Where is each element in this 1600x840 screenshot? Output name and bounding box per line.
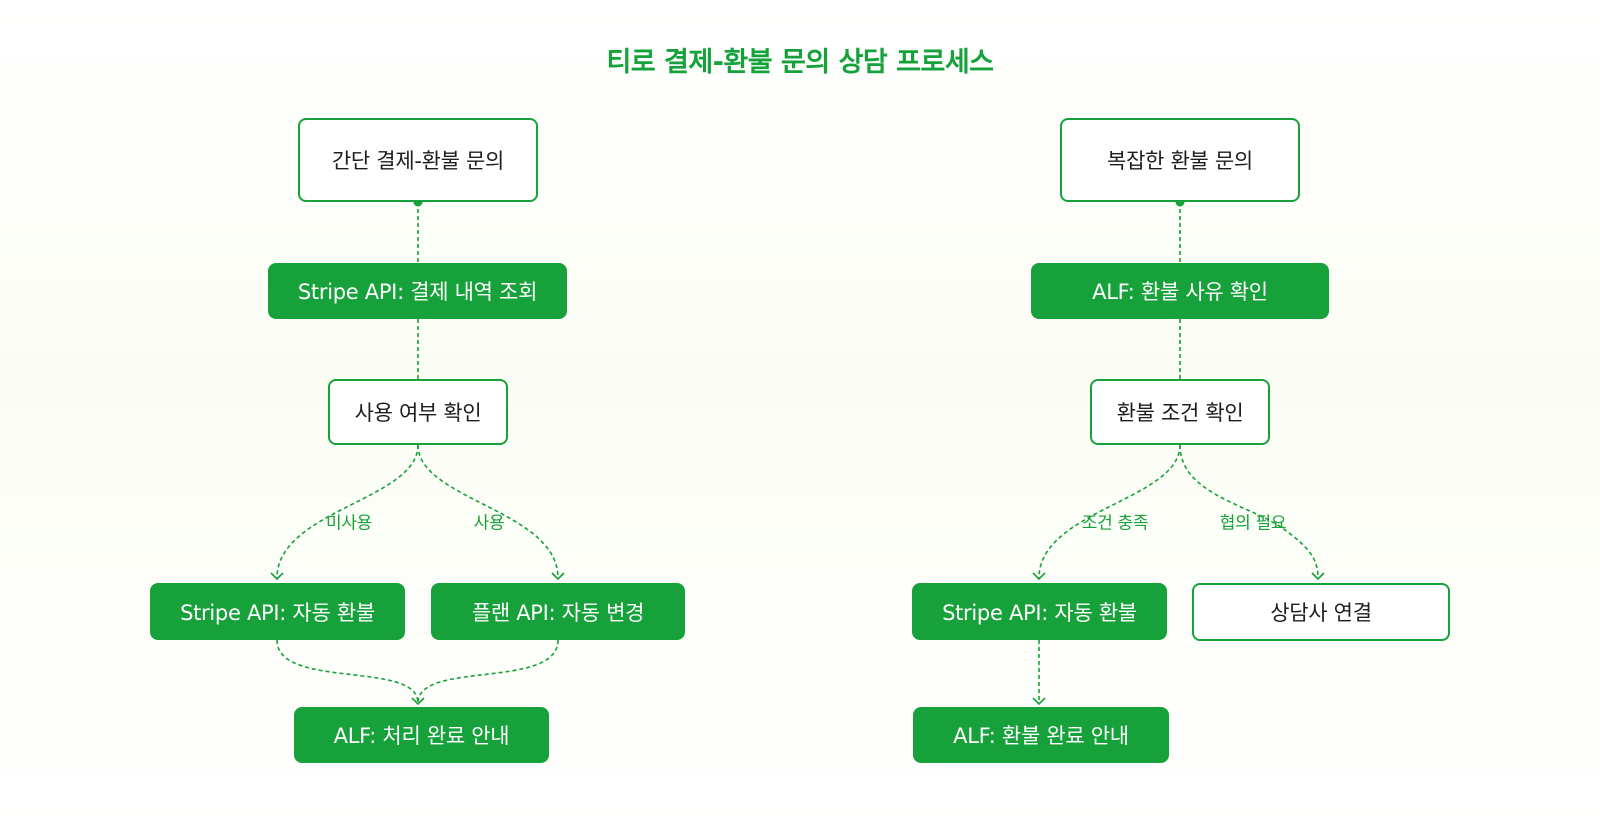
left-branch-unused-label: 미사용	[325, 513, 373, 534]
left-plan-change-label: 플랜 API: 자동 변경	[471, 600, 645, 625]
arrowhead-right-agent	[1311, 572, 1325, 581]
right-agent-label: 상담사 연결	[1270, 601, 1372, 625]
connector-right-decision-to-auto-refund	[1038, 444, 1181, 579]
left-lookup-node: Stripe API: 결제 내역 조회	[268, 263, 567, 319]
connector-left-auto-refund-to-done	[276, 639, 419, 704]
right-start-label: 복잡한 환불 문의	[1107, 149, 1253, 173]
connector-right-decision-to-agent	[1179, 444, 1319, 579]
left-auto-refund-node: Stripe API: 자동 환불	[150, 583, 405, 640]
right-reason-check-node: ALF: 환불 사유 확인	[1031, 263, 1329, 319]
arrowhead-left-done	[411, 697, 425, 706]
page-title: 티로 결제-환불 문의 상담 프로세스	[606, 47, 994, 78]
right-branch-consult-label: 협의 필요	[1219, 513, 1287, 534]
right-decision-label: 환불 조건 확인	[1116, 401, 1244, 425]
right-branch-met-label: 조건 충족	[1081, 513, 1149, 534]
connector-left-decision-to-plan-change	[417, 444, 559, 579]
right-auto-refund-label: Stripe API: 자동 환불	[942, 600, 1137, 625]
left-plan-change-node: 플랜 API: 자동 변경	[431, 583, 685, 640]
connector-left-plan-change-to-done	[417, 639, 559, 704]
right-start-node: 복잡한 환불 문의	[1060, 118, 1300, 202]
left-done-node: ALF: 처리 완료 안내	[294, 707, 549, 763]
arrowhead-left-plan-change	[551, 572, 565, 581]
arrowhead-left-auto-refund	[270, 572, 284, 581]
left-start-node: 간단 결제-환불 문의	[298, 118, 538, 202]
left-auto-refund-label: Stripe API: 자동 환불	[180, 600, 375, 625]
connector-left-decision-to-auto-refund	[276, 444, 419, 579]
right-done-node: ALF: 환불 완료 안내	[913, 707, 1169, 763]
right-decision-node: 환불 조건 확인	[1090, 379, 1270, 445]
left-decision-label: 사용 여부 확인	[354, 401, 482, 425]
right-agent-node: 상담사 연결	[1192, 583, 1450, 641]
left-branch-used-label: 사용	[473, 513, 505, 534]
left-start-label: 간단 결제-환불 문의	[331, 149, 505, 173]
left-done-label: ALF: 처리 완료 안내	[333, 724, 510, 748]
left-decision-node: 사용 여부 확인	[328, 379, 508, 445]
right-reason-check-label: ALF: 환불 사유 확인	[1092, 280, 1268, 304]
arrowhead-right-done	[1032, 697, 1046, 706]
left-lookup-label: Stripe API: 결제 내역 조회	[297, 280, 538, 304]
right-done-label: ALF: 환불 완료 안내	[953, 724, 1129, 748]
arrowhead-right-auto-refund	[1032, 572, 1046, 581]
right-auto-refund-node: Stripe API: 자동 환불	[912, 583, 1167, 640]
